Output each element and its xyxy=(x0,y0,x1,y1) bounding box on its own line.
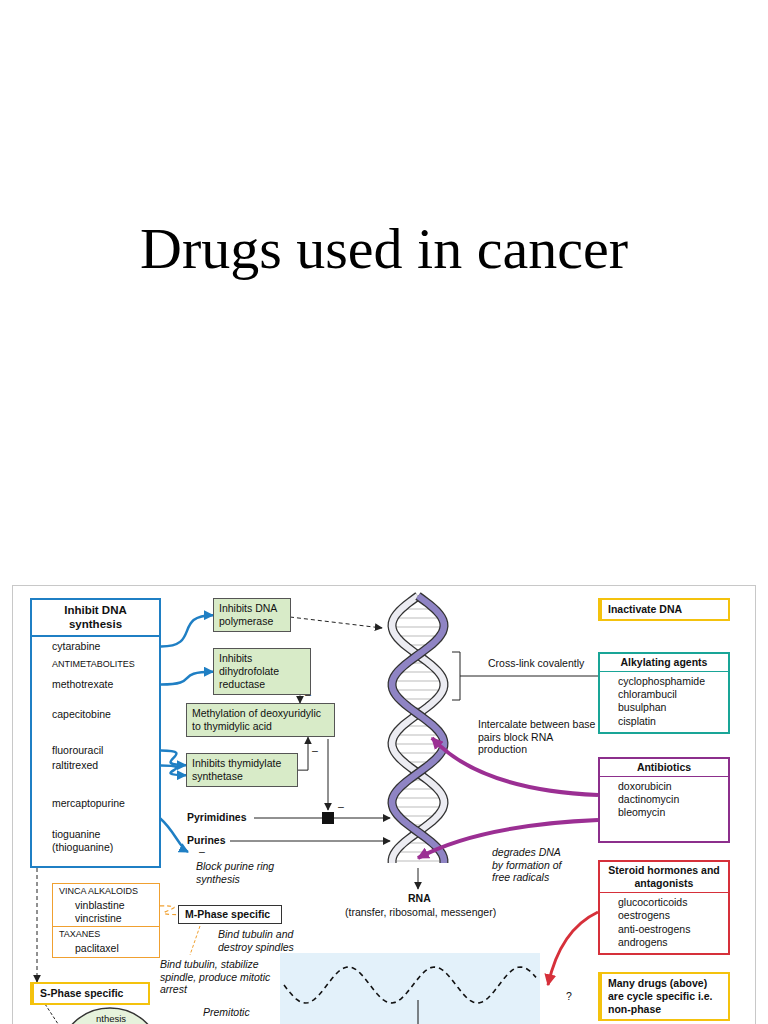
connector xyxy=(161,615,213,646)
diagram-label: ? xyxy=(566,990,578,1003)
diagram-label: degrades DNA by formation of free radica… xyxy=(492,846,572,884)
node-text: methotrexate xyxy=(52,678,152,691)
node-heading: Inhibits dihydrofolate reductase xyxy=(219,652,305,691)
diagram-label: Block purine ring synthesis xyxy=(196,860,296,885)
diagram-label: Premitotic xyxy=(203,1006,273,1019)
node-text: glucocorticoids xyxy=(600,896,728,909)
connector xyxy=(300,695,301,703)
node-text: dactinomycin xyxy=(600,793,728,806)
node-text: bleomycin xyxy=(600,806,728,819)
connector xyxy=(160,906,178,915)
block-square xyxy=(322,812,334,824)
strand-outline xyxy=(392,596,444,863)
dashed-arrow xyxy=(45,1004,62,1024)
node-text: TAXANES xyxy=(53,926,159,942)
purine-arrow xyxy=(230,841,390,842)
node-box: Inhibits dihydrofolate reductase xyxy=(213,648,311,695)
node-box: Inhibits DNA polymerase xyxy=(213,598,291,632)
node-box: M-Phase specific xyxy=(178,905,282,924)
diagram-label: Bind tubulin, stabilize spindle, produce… xyxy=(160,958,275,996)
node-box: S-Phase specific xyxy=(30,982,150,1005)
cell-cycle-circle xyxy=(58,1008,162,1024)
node-heading: Inhibits thymidylate synthetase xyxy=(192,757,292,783)
node-heading: VINCA ALKALOIDS xyxy=(53,884,159,899)
dna-helix xyxy=(392,596,444,863)
slide-title: Drugs used in cancer xyxy=(0,214,768,284)
node-text: busulphan xyxy=(600,701,728,714)
strand xyxy=(392,596,444,863)
rna-arrow xyxy=(418,868,419,889)
diagram-label: Purines xyxy=(187,834,237,847)
diagram-label: – xyxy=(305,688,315,701)
node-box: Inhibits thymidylate synthetase xyxy=(186,753,298,787)
diagram-label: – xyxy=(338,800,348,813)
diagram-label: nthesis xyxy=(96,1013,146,1024)
methylation-arrow xyxy=(328,739,329,810)
node-text: oestrogens xyxy=(600,909,728,922)
node-text: doxorubicin xyxy=(600,780,728,793)
connector xyxy=(298,737,308,770)
node-box: Many drugs (above) are cycle specific i.… xyxy=(598,972,730,1021)
node-heading: Inactivate DNA xyxy=(608,603,722,616)
node-text: chlorambucil xyxy=(600,688,728,701)
node-heading: Many drugs (above) are cycle specific i.… xyxy=(608,977,722,1016)
node-box: VINCA ALKALOIDSvinblastinevincristineTAX… xyxy=(52,883,160,958)
node-box: Alkylating agents cyclophosphamidechloram… xyxy=(598,652,730,734)
node-text: raltitrexed xyxy=(52,759,152,772)
connector xyxy=(161,751,186,766)
hormone-arrow xyxy=(548,912,598,985)
node-text: androgens xyxy=(600,936,728,949)
node-heading: Steroid hormones and antagonists xyxy=(600,862,728,893)
wave-marker xyxy=(418,1000,419,1024)
node-heading: Alkylating agents xyxy=(600,654,728,672)
node-text: cisplatin xyxy=(600,715,728,728)
connector xyxy=(161,766,186,776)
strand-outline xyxy=(392,596,444,863)
node-box: Inactivate DNA xyxy=(598,598,730,621)
node-text: anti-oestrogens xyxy=(600,923,728,936)
node-text: cytarabine xyxy=(52,640,152,653)
node-box: Antibiotics doxorubicindactinomycinbleomy… xyxy=(598,757,730,843)
cycle-panel xyxy=(280,953,540,1024)
node-text: fluorouracil xyxy=(52,744,152,757)
strand xyxy=(392,596,444,863)
node-text: vincristine xyxy=(53,912,159,925)
diagram-label: RNA xyxy=(408,892,448,905)
leader-line xyxy=(190,926,200,955)
diagram-label: – xyxy=(312,744,322,757)
diagram-label: (transfer, ribosomal, messenger) xyxy=(345,906,525,919)
diagram-label: Intercalate between base pairs block RNA… xyxy=(478,718,596,756)
node-heading: Inhibits DNA polymerase xyxy=(219,602,285,628)
node-box: Methylation of deoxyuridylic to thymidyl… xyxy=(186,703,335,737)
crosslink-bracket xyxy=(452,652,598,700)
node-heading: M-Phase specific xyxy=(185,908,275,921)
diagram-label: – xyxy=(199,845,209,858)
node-text: vinblastine xyxy=(53,899,159,912)
node-text: capecitobine xyxy=(52,708,152,721)
node-box: Inhibit DNA synthesis cytarabineANTIMETAB… xyxy=(30,598,161,868)
pyrimidine-arrow xyxy=(334,818,390,819)
node-text: mercaptopurine xyxy=(52,797,152,810)
frame xyxy=(13,586,756,1024)
node-text: cyclophosphamide xyxy=(600,675,728,688)
node-heading: S-Phase specific xyxy=(40,987,142,1000)
connector xyxy=(161,672,213,685)
node-heading: Antibiotics xyxy=(600,759,728,777)
node-heading: Methylation of deoxyuridylic to thymidyl… xyxy=(192,707,329,733)
node-box: Steroid hormones and antagonists glucocor… xyxy=(598,860,730,955)
node-text: tioguanine (thioguanine) xyxy=(52,828,152,854)
connector xyxy=(37,868,38,982)
node-heading: Inhibit DNA synthesis xyxy=(32,600,159,637)
node-text: ANTIMETABOLITES xyxy=(52,659,152,670)
node-text: paclitaxel xyxy=(53,942,159,955)
dna-content-wave xyxy=(284,967,536,1003)
pyrimidine-line xyxy=(254,818,322,819)
diagram-label: Cross-link covalently xyxy=(488,657,598,670)
diagram-label: Pyrimidines xyxy=(187,811,257,824)
dashed-arrow xyxy=(290,617,382,628)
diagram-label: Bind tubulin and destroy spindles xyxy=(218,928,313,953)
